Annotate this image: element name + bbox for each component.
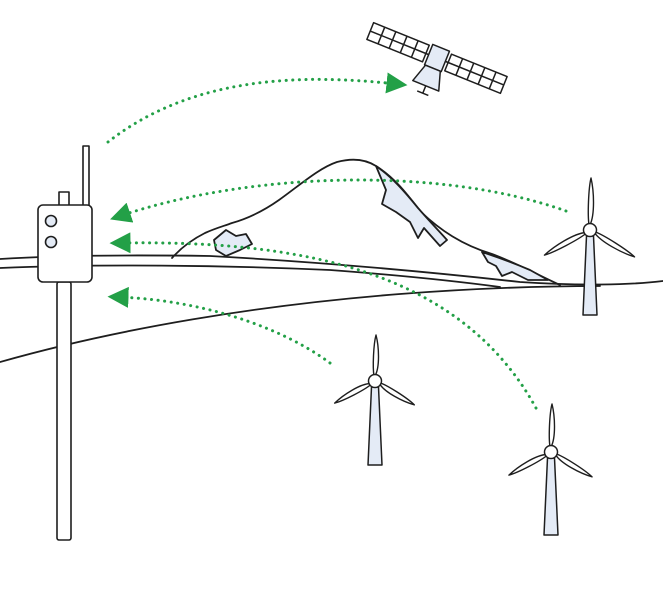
signal-arrows: [106, 72, 568, 410]
wind-turbines: [333, 177, 636, 536]
ground-lines: [0, 254, 663, 363]
foreground-slope-line: [0, 285, 601, 363]
satellite-dish: [412, 64, 442, 92]
mountain-icon: [171, 158, 561, 286]
turbine-blade: [543, 231, 587, 256]
signal-mid-turbine-to-logger: [107, 286, 332, 365]
signal-near-turbine-to-logger: [109, 232, 538, 410]
turbine-blade: [593, 230, 636, 258]
mountain-snow-rock: [213, 229, 253, 257]
turbine-tower: [582, 235, 598, 316]
data-logger-icon: [37, 145, 93, 541]
logger-antenna: [82, 145, 90, 209]
turbine-blade: [587, 177, 595, 226]
turbine-blade: [372, 334, 380, 377]
logger-cap: [58, 191, 70, 207]
mountain-snow-patch: [481, 251, 549, 281]
turbine-blade: [508, 453, 548, 476]
logger-led-top: [44, 214, 58, 228]
signal-logger-to-satellite: [106, 72, 408, 144]
satellite-icon: [366, 21, 508, 97]
turbine-blade: [378, 381, 416, 406]
signal-far-turbine-to-logger: [110, 178, 568, 223]
turbine-tower: [543, 457, 559, 536]
logger-pole: [56, 281, 72, 541]
turbine-hub: [543, 444, 559, 460]
turbine-tower: [367, 386, 383, 466]
turbine-blade: [554, 452, 593, 478]
turbine-hub: [582, 222, 598, 238]
wind-turbine-near: [508, 403, 593, 536]
wind-turbine-mid: [333, 334, 416, 466]
wind-turbine-far: [543, 177, 636, 316]
mountain-snow-cap: [375, 165, 448, 247]
turbine-blade: [333, 382, 372, 404]
turbine-hub: [367, 373, 383, 389]
mountain-ridge: [171, 158, 561, 286]
turbine-blade: [548, 403, 556, 448]
logger-led-bottom: [44, 235, 58, 249]
